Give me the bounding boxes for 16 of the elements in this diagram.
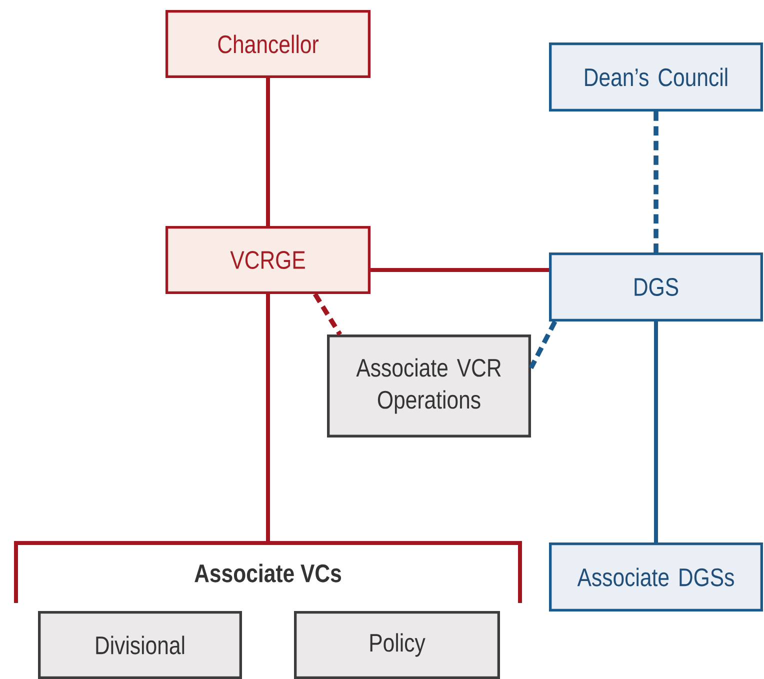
org-box: Associate DGSs bbox=[549, 542, 763, 612]
connector-line bbox=[370, 268, 549, 272]
connector-line bbox=[312, 292, 342, 336]
org-box: DGS bbox=[549, 252, 763, 322]
group-bracket: Associate VCs bbox=[14, 541, 522, 603]
org-box: Policy bbox=[294, 611, 500, 679]
connector-line bbox=[654, 322, 658, 542]
connector-line bbox=[654, 112, 658, 252]
connector-line bbox=[266, 78, 270, 226]
org-box: Chancellor bbox=[165, 10, 371, 78]
connector-line bbox=[266, 294, 270, 543]
org-box: Divisional bbox=[38, 611, 242, 679]
org-box: Dean’s Council bbox=[549, 42, 763, 112]
connector-line bbox=[528, 320, 558, 370]
org-box: VCRGE bbox=[165, 226, 371, 294]
org-box: Associate VCR Operations bbox=[327, 334, 531, 438]
